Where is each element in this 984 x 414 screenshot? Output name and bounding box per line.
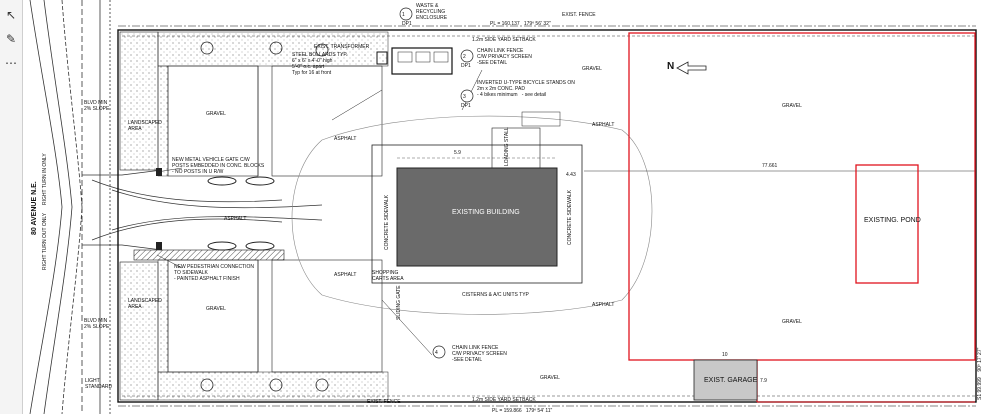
tag-2: 2 [463,54,466,60]
setback-top: 1.2m SIDE YARD SETBACK [472,37,536,43]
setback-bottom: 1.2m SIDE YARD SETBACK [472,397,536,403]
light-standard-label: LIGHT STANDARD [85,378,113,390]
more-tool[interactable]: ⋯ [2,54,20,72]
steel-bollards-label: STEEL BOLLARDS TYP. 6" x 6" x 4'-0" high… [292,52,348,76]
sliding-gate-label: SLIDING GATE [396,285,402,320]
garage-label: EXIST. GARAGE [704,377,758,384]
right-turn-out-label: RIGHT TURN OUT ONLY [42,212,48,270]
shopping-carts-label: SHOPPING CARTS AREA [372,270,404,282]
asphalt-label-5: ASPHALT [592,302,615,308]
concrete-sidewalk-right: CONCRETE SIDEWALK [567,189,573,245]
street-name: 80 AVENUE N.E. [31,181,38,235]
cisterns-label: CISTERNS & A/C UNITS TYP [462,292,529,298]
more-icon: ⋯ [5,56,17,70]
pedestrian-connection-label: NEW PEDESTRIAN CONNECTION TO SIDEWALK - … [174,264,255,282]
gravel-label-4: GRAVEL [782,103,802,109]
blvd-slope-bottom: BLVD MIN 2% SLOPE [84,318,110,330]
dim-43: 4.43 [566,172,576,178]
parking-stalls [167,65,383,373]
dp1-b: DP1 [461,63,471,69]
chain-fence-label-top: CHAIN LINK FENCE C/W PRIVACY SCREEN -SEE… [477,48,532,66]
concrete-sidewalk-left: CONCRETE SIDEWALK [384,194,390,250]
side-right-bearing: S1 99.999 90º 17' 27" [977,347,983,400]
gate-blocks [156,168,275,251]
asphalt-label-2: ASPHALT [334,136,357,142]
tag-1: 1 [402,12,405,18]
existing-building [396,167,558,267]
landscaped-label-bottom: LANDSCAPED AREA [128,298,162,310]
existing-garage [693,359,758,401]
side-toolbar: ↖ ✎ ⋯ [0,0,23,414]
dim-10: 10 [722,352,728,358]
north-arrow [676,61,707,75]
drawing-canvas[interactable]: 80 AVENUE N.E. RIGHT TURN IN ONLY RIGHT … [22,0,984,414]
concrete-pad [371,144,583,284]
dim-79: 7.9 [760,378,767,384]
trees [200,41,329,392]
landscaped-area-top [119,31,159,171]
dp1-a: DP1 [402,21,412,27]
landscaped-area-bottom [119,261,159,401]
chain-fence-label-bottom: CHAIN LINK FENCE C/W PRIVACY SCREEN -SEE… [452,345,507,363]
right-turn-in-label: RIGHT TURN IN ONLY [42,153,48,205]
gravel-label-5: GRAVEL [782,319,802,325]
tag-3: 3 [463,94,466,100]
loading-stall-label: LOADING STALL [504,127,510,166]
cursor-icon: ↖ [5,8,17,22]
vehicle-gate-label: NEW METAL VEHICLE GATE C/W POSTS EMBEDDE… [172,157,265,175]
pen-icon: ✎ [5,32,17,46]
pond-label: EXISTING. POND [864,217,921,224]
markup-tool[interactable]: ✎ [2,30,20,48]
existing-pond [855,164,919,284]
landscaped-label-top: LANDSCAPED AREA [128,120,162,132]
waste-enclosure [391,47,453,75]
lease-boundary [628,32,976,361]
pedestrian-connection [133,249,285,261]
pl-top: PL = 160.137 179º 56' 32" [490,21,551,27]
asphalt-label-4: ASPHALT [592,122,615,128]
pl-bottom: PL = 159.866 179º 54' 11" [492,408,553,414]
waste-enclosure-label: WASTE & RECYCLING ENCLOSURE [416,3,448,21]
dim-77: 77.661 [762,163,778,169]
blvd-slope-top: BLVD MIN 2% SLOPE [84,100,110,112]
driveway [82,169,323,251]
select-tool[interactable]: ↖ [2,6,20,24]
gravel-label-6: GRAVEL [540,375,560,381]
exist-fence-top: EXIST. FENCE [562,12,596,18]
gravel-label-2: GRAVEL [206,306,226,312]
exist-transformer-label: EXIST. TRANSFORMER [314,44,370,50]
road-lines [29,0,111,414]
gravel-label-1: GRAVEL [206,111,226,117]
tag-4: 4 [435,350,438,356]
building-label: EXISTING BUILDING [452,209,520,216]
dp1-c: DP1 [461,103,471,109]
dim-59: 5.9 [454,150,461,156]
gravel-label-3: GRAVEL [582,66,602,72]
property-line [117,29,977,403]
asphalt-label-3: ASPHALT [334,272,357,278]
exist-fence-bottom: EXIST. FENCE [367,399,401,405]
bike-stands-label: INVERTED U-TYPE BICYCLE STANDS ON 2m x 2… [477,80,575,98]
detail-tags [399,7,474,359]
north-label: N [667,61,675,72]
site-plan-drawing [29,0,977,414]
asphalt-label-1: ASPHALT [224,216,247,222]
